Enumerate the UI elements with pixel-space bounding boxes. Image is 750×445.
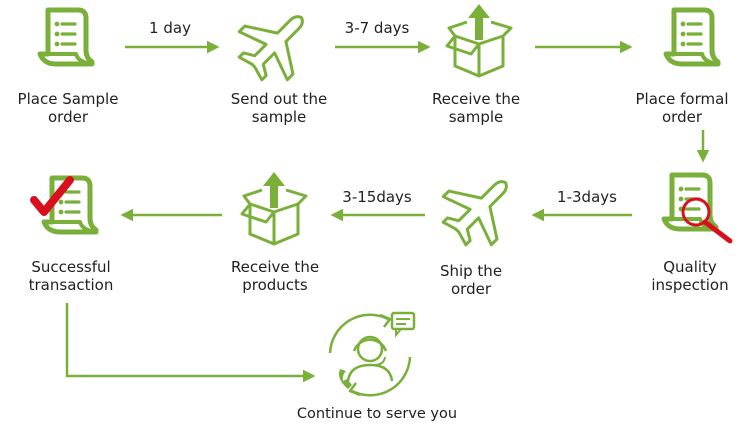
document-icon	[40, 10, 92, 64]
edge-label-1-day: 1 day	[149, 19, 191, 37]
box-arrow-icon	[240, 170, 308, 246]
document-checkmark-icon	[30, 178, 96, 232]
box-arrow-icon	[445, 2, 513, 78]
edge-label-3-7-days: 3-7 days	[344, 19, 410, 37]
connectors	[65, 40, 710, 383]
airplane-icon	[225, 0, 327, 94]
customer-service-icon	[328, 311, 416, 397]
document-icon	[666, 10, 718, 64]
edge-label-1-3days: 1-3days	[557, 188, 617, 206]
airplane-icon	[429, 157, 531, 259]
step-label-continue-to-serve-you: Continue to serve you	[296, 406, 458, 422]
arrow-8-9	[65, 303, 316, 383]
document-magnifier-icon	[664, 175, 733, 244]
edge-label-3-15days: 3-15days	[342, 188, 412, 206]
